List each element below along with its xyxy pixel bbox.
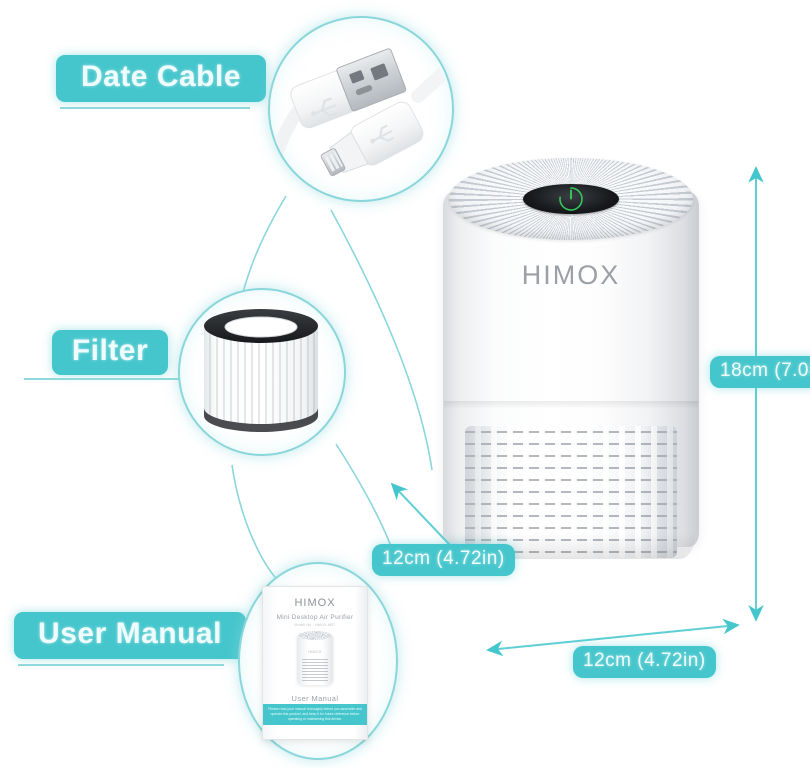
callout-label-user-manual: User Manual xyxy=(14,612,246,659)
manual-footer-title: User Manual xyxy=(291,694,339,703)
purifier-brand-logo: HIMOX xyxy=(521,260,621,290)
callout-label-date-cable: Date Cable xyxy=(56,55,266,102)
purifier-air-outlet-vent xyxy=(465,426,677,558)
manual-brand: HIMOX xyxy=(294,597,336,609)
hepa-filter-icon xyxy=(204,309,318,432)
purifier-seam xyxy=(444,401,698,409)
usb-cable-icon xyxy=(269,48,449,177)
callout-underline-date-cable xyxy=(60,107,250,109)
width-dimension-line xyxy=(486,618,740,657)
dimension-label-height: 18cm (7.08in) xyxy=(710,356,810,388)
callout-circle-date-cable xyxy=(268,16,454,202)
dimension-label-depth: 12cm (4.72in) xyxy=(372,544,515,576)
dimension-label-width: 12cm (4.72in) xyxy=(573,646,716,678)
callout-underline-filter xyxy=(24,378,196,380)
manual-device-cap xyxy=(299,631,331,640)
power-button-icon[interactable] xyxy=(558,186,584,212)
manual-booklet-icon: HIMOX Mini Desktop Air Purifier Model No… xyxy=(262,586,368,740)
air-purifier-product: HIMOX xyxy=(443,158,699,616)
manual-title: Mini Desktop Air Purifier xyxy=(276,614,354,621)
manual-device-vent xyxy=(302,659,328,681)
callout-underline-user-manual xyxy=(18,664,224,666)
manual-model: Model No : HMOX-M07 xyxy=(294,623,336,627)
manual-notice: Please read your manual thoroughly befor… xyxy=(263,703,367,725)
manual-device-illustration: HIMOX xyxy=(297,631,333,685)
callout-label-filter: Filter xyxy=(52,330,168,375)
manual-device-brand: HIMOX xyxy=(308,650,322,654)
